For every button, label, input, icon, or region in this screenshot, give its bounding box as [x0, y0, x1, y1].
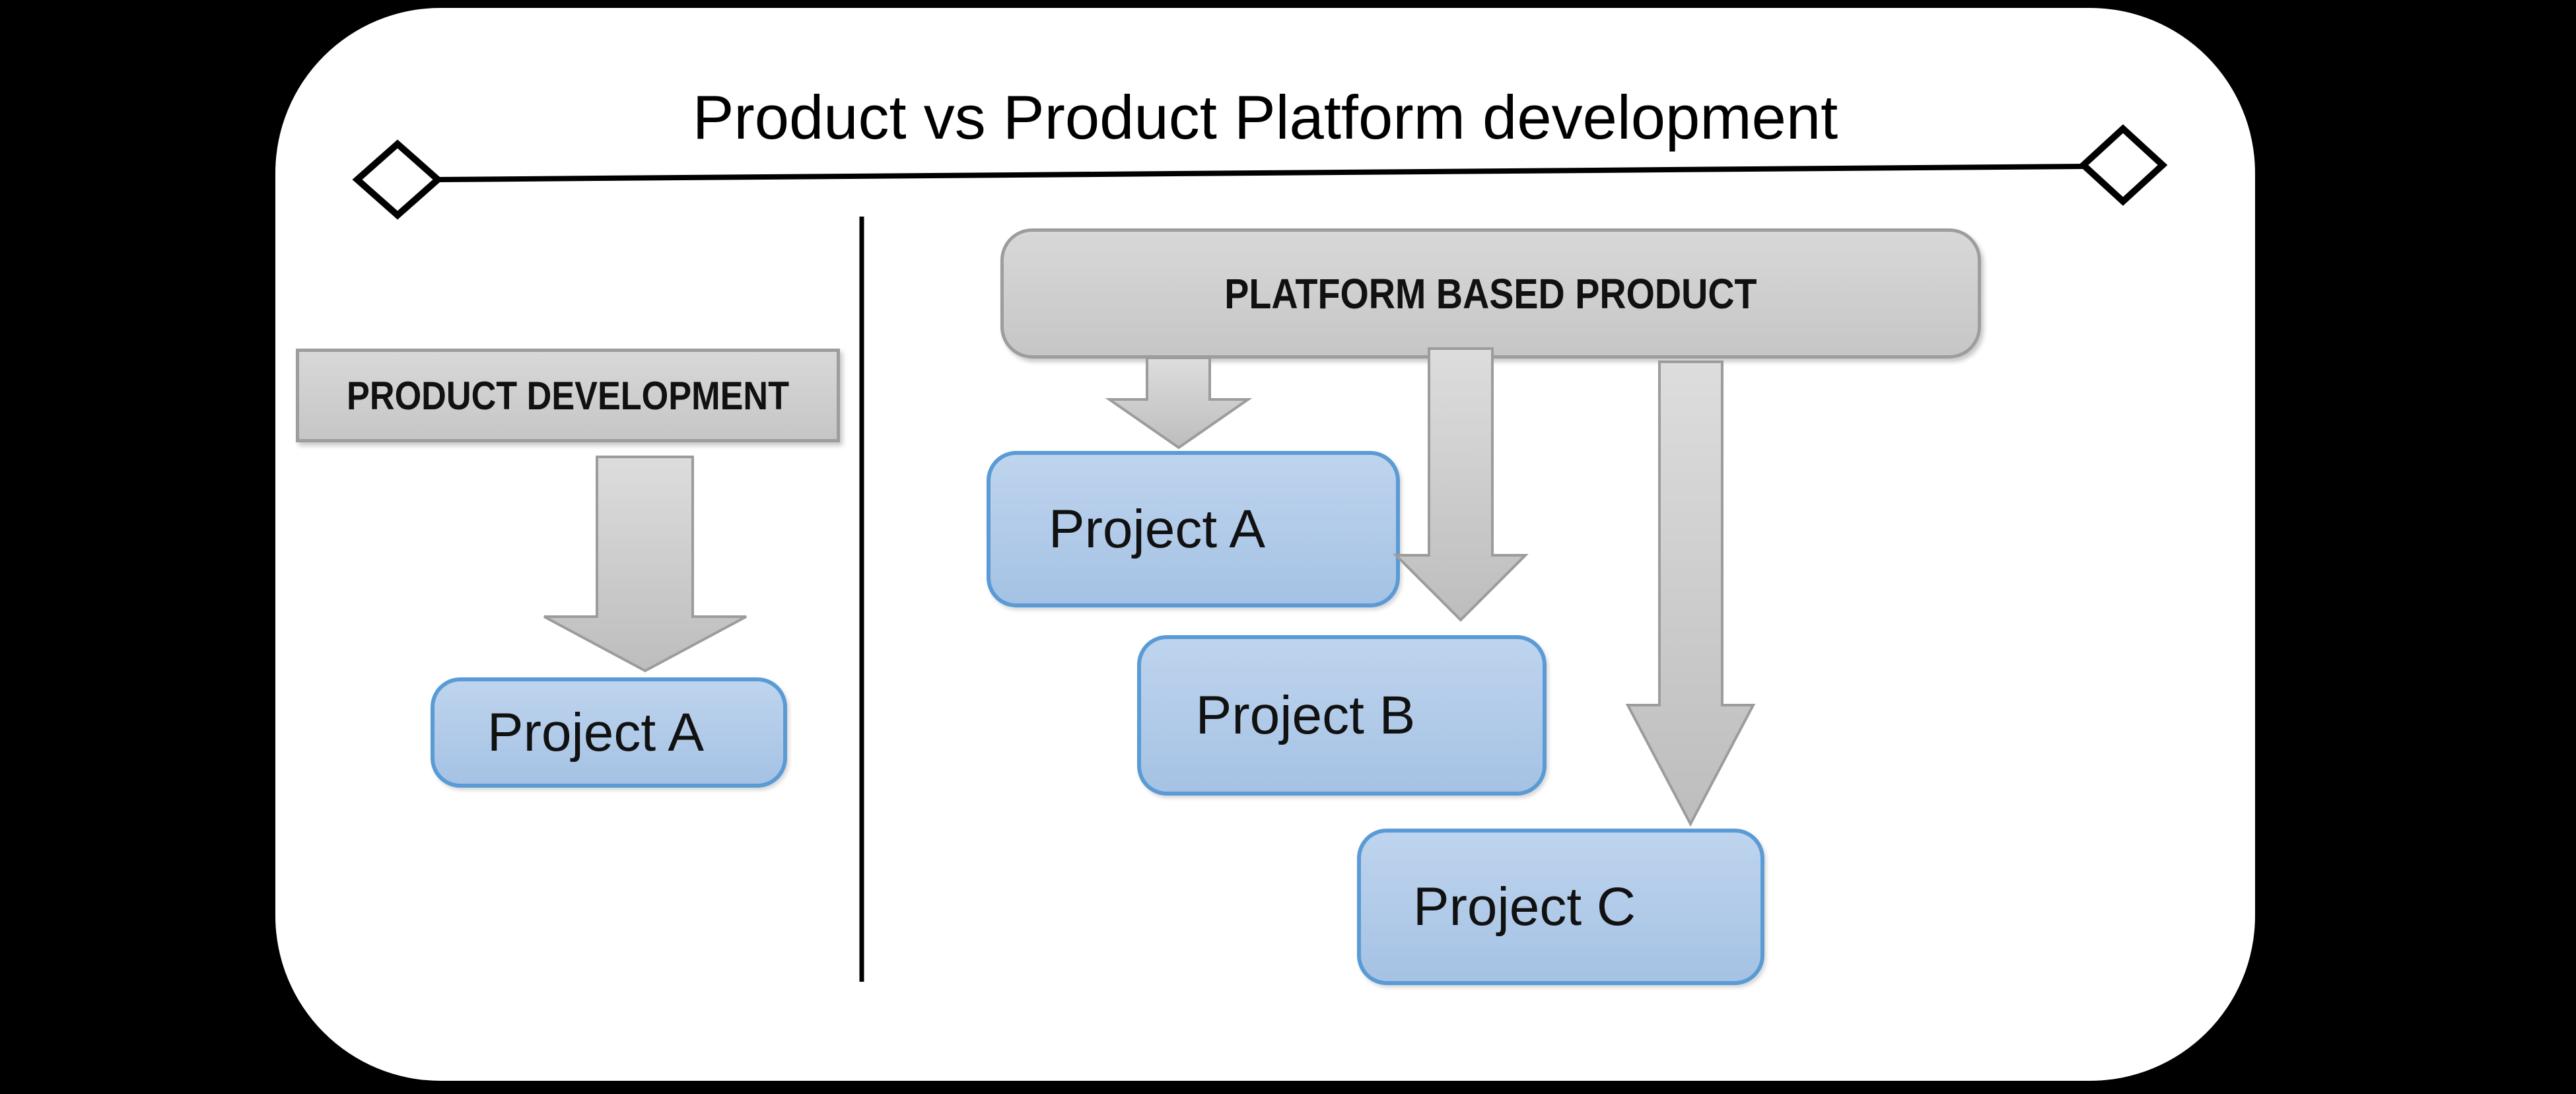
right-project-a-box: Project A [987, 451, 1400, 607]
product-development-label: PRODUCT DEVELOPMENT [347, 373, 789, 418]
page-title: Product vs Product Platform development [692, 83, 1838, 152]
platform-based-product-label: PLATFORM BASED PRODUCT [1224, 269, 1757, 318]
right-project-b-box: Project B [1137, 635, 1547, 796]
product-development-header-box: PRODUCT DEVELOPMENT [296, 349, 840, 442]
right-project-a-label: Project A [1048, 498, 1266, 559]
platform-based-product-header-box: PLATFORM BASED PRODUCT [1000, 228, 1981, 359]
right-project-b-label: Project B [1195, 685, 1416, 745]
left-project-a-label: Project A [487, 702, 705, 763]
left-project-a-box: Project A [431, 677, 787, 788]
right-project-c-box: Project C [1357, 829, 1764, 985]
right-project-c-label: Project C [1412, 876, 1636, 937]
